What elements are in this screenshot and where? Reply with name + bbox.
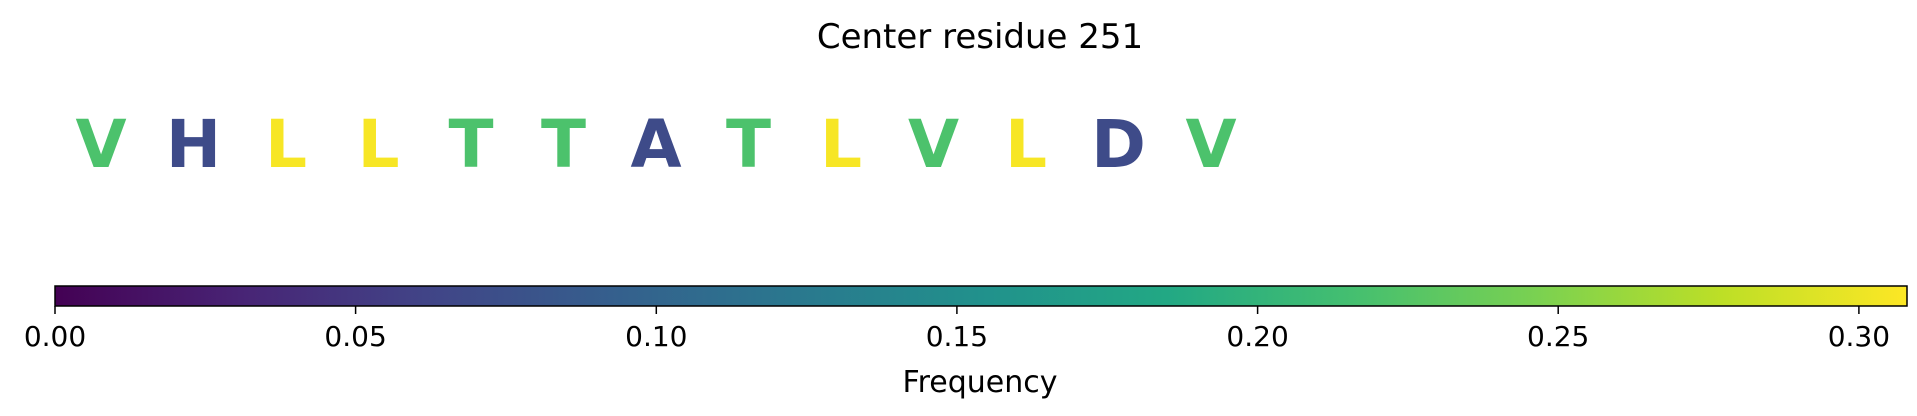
- residue-letter: V: [1185, 106, 1236, 183]
- residue-letter: A: [630, 106, 681, 183]
- colorbar-tick-label: 0.10: [625, 320, 687, 353]
- residue-letter: T: [541, 106, 586, 183]
- chart-title: Center residue 251: [817, 17, 1143, 57]
- colorbar-tick-label: 0.25: [1527, 320, 1589, 353]
- colorbar: 0.00 0.05 0.10 0.15 0.20 0.25 0.30 Frequency: [24, 285, 1908, 400]
- colorbar-frame: [54, 285, 1908, 307]
- colorbar-label: Frequency: [903, 365, 1058, 400]
- colorbar-tick-label: 0.30: [1828, 320, 1890, 353]
- residue-letter: L: [265, 106, 307, 183]
- residue-letter: T: [726, 106, 771, 183]
- colorbar-ticks: 0.00 0.05 0.10 0.15 0.20 0.25 0.30: [24, 306, 1890, 353]
- colorbar-tick-label: 0.00: [24, 320, 86, 353]
- colorbar-gradient: [55, 286, 1907, 306]
- residue-letter: H: [166, 106, 221, 183]
- residue-letter: V: [75, 106, 126, 183]
- residue-letter: L: [357, 106, 399, 183]
- colorbar-tick-label: 0.05: [324, 320, 386, 353]
- residue-letter: T: [448, 106, 493, 183]
- residue-letter: V: [908, 106, 959, 183]
- colorbar-tick-label: 0.15: [926, 320, 988, 353]
- colorbar-tick-label: 0.20: [1226, 320, 1288, 353]
- residue-letter: L: [1005, 106, 1047, 183]
- residue-letter: D: [1091, 106, 1146, 183]
- residue-letter: L: [820, 106, 862, 183]
